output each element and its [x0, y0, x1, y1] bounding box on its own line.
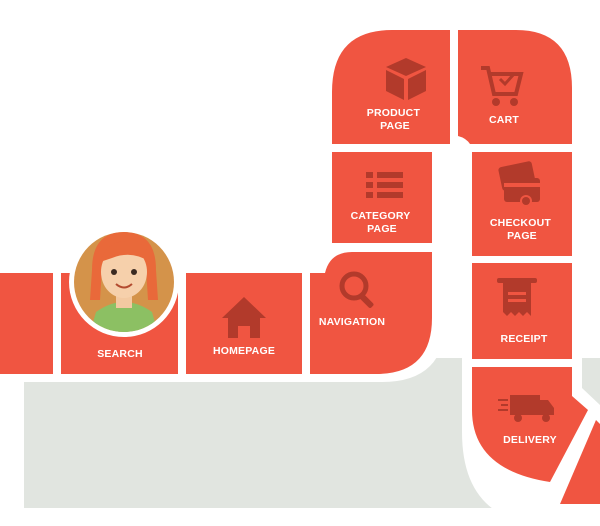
step-label-navigation: NAVIGATION: [319, 316, 385, 328]
step-label-category-page: CATEGORY PAGE: [351, 210, 414, 235]
step-label-homepage: HOMEPAGE: [213, 345, 275, 357]
tile-edge-right: [560, 420, 600, 504]
tile-navigation: [310, 252, 432, 374]
step-label-receipt: RECEIPT: [501, 333, 548, 345]
step-label-product-page: PRODUCT PAGE: [367, 107, 423, 132]
truck-icon: [498, 395, 554, 422]
tile-edge: [0, 273, 53, 374]
cart-icon: [481, 66, 524, 106]
house-icon: [222, 297, 266, 338]
magnifier-icon: [339, 271, 374, 308]
step-label-delivery: DELIVERY: [503, 434, 557, 446]
tile-cart: [458, 30, 572, 144]
tile-delivery: [472, 367, 588, 482]
credit-card-icon: [498, 161, 540, 207]
step-label-checkout-page: CHECKOUT PAGE: [490, 217, 554, 242]
user-avatar: [69, 227, 179, 337]
step-label-search: SEARCH: [97, 348, 143, 360]
list-icon: [366, 172, 403, 198]
step-label-cart: CART: [489, 114, 519, 126]
box-icon: [386, 58, 426, 100]
board-outline: [0, 18, 600, 526]
receipt-icon: [497, 278, 537, 316]
